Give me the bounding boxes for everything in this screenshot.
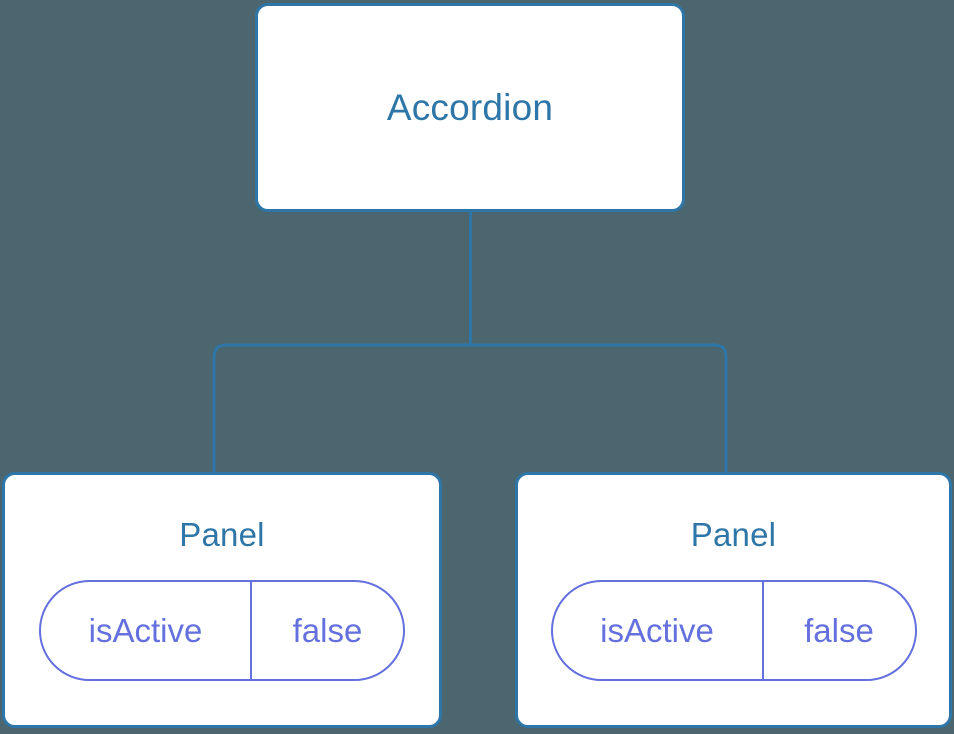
node-panel-1-state-badge[interactable]: isActive false (39, 580, 405, 681)
connector-bus-left (212, 343, 471, 474)
node-panel-1[interactable]: Panel isActive false (2, 472, 442, 728)
connector-bus-right (470, 343, 728, 474)
node-panel-2[interactable]: Panel isActive false (515, 472, 952, 728)
node-panel-2-state-key: isActive (553, 582, 764, 679)
node-panel-1-state-value: false (292, 612, 363, 649)
node-panel-1-state-key: isActive (41, 582, 252, 679)
node-accordion[interactable]: Accordion (255, 3, 685, 212)
node-panel-2-state-badge[interactable]: isActive false (550, 580, 917, 681)
node-accordion-title: Accordion (386, 87, 554, 128)
node-panel-1-title: Panel (179, 516, 265, 553)
node-panel-2-state-value: false (804, 612, 874, 649)
node-panel-2-title: Panel (690, 516, 777, 553)
